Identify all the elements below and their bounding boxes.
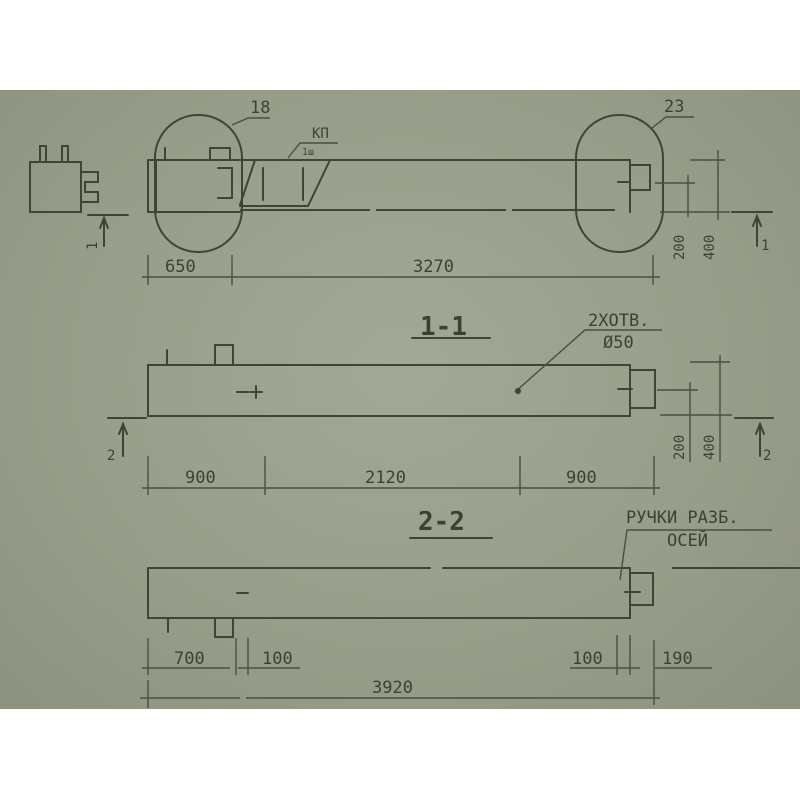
section-mark-1-left: 1	[85, 242, 101, 250]
s2-dim-700: 700	[174, 649, 205, 669]
s1-dim-900-right: 900	[566, 468, 597, 488]
beam-plan	[147, 147, 651, 213]
section-1-1: 1-1 2ХОТВ. Ø50 2 2 200 400 900 2120 900	[107, 311, 774, 495]
s2-dim-100-right: 100	[572, 649, 603, 669]
section-2-2-title: 2-2	[418, 507, 465, 537]
section-mark-2-left: 2	[107, 448, 115, 464]
s2-dim-190: 190	[662, 649, 693, 669]
callout-kp-sub: 1ш	[302, 147, 314, 158]
section-mark-2-right: 2	[763, 448, 771, 464]
detail-oval-18	[154, 114, 243, 253]
note-holes-line2: Ø50	[603, 333, 634, 353]
plan-dim-3270: 3270	[413, 257, 454, 277]
note-handles-line2: ОСЕЙ	[667, 529, 708, 551]
plan-dim-650: 650	[165, 257, 196, 277]
section-2-2: 2-2 РУЧКИ РАЗБ. ОСЕЙ 700 100 100 190 392…	[140, 507, 800, 708]
callout-18: 18	[250, 98, 270, 118]
plan-dim-200: 200	[672, 235, 688, 260]
section-mark-1-right: 1	[761, 238, 769, 254]
s2-dim-3920: 3920	[372, 678, 413, 698]
plan-view: 1 18 23 КП 1ш 200 400 1	[29, 97, 773, 285]
note-holes-line1: 2ХОТВ.	[588, 311, 649, 331]
s1-dim-200: 200	[672, 435, 688, 460]
note-handles-line1: РУЧКИ РАЗБ.	[626, 508, 739, 528]
drawing-sheet	[0, 90, 800, 709]
s1-dim-400: 400	[702, 435, 718, 460]
s1-dim-900-left: 900	[185, 468, 216, 488]
callout-23: 23	[664, 97, 684, 117]
plan-dim-400: 400	[702, 235, 718, 260]
end-detail-block: 1	[29, 145, 129, 250]
callout-kp: КП	[312, 126, 329, 142]
s1-dim-2120: 2120	[365, 468, 406, 488]
s2-dim-100-left: 100	[262, 649, 293, 669]
